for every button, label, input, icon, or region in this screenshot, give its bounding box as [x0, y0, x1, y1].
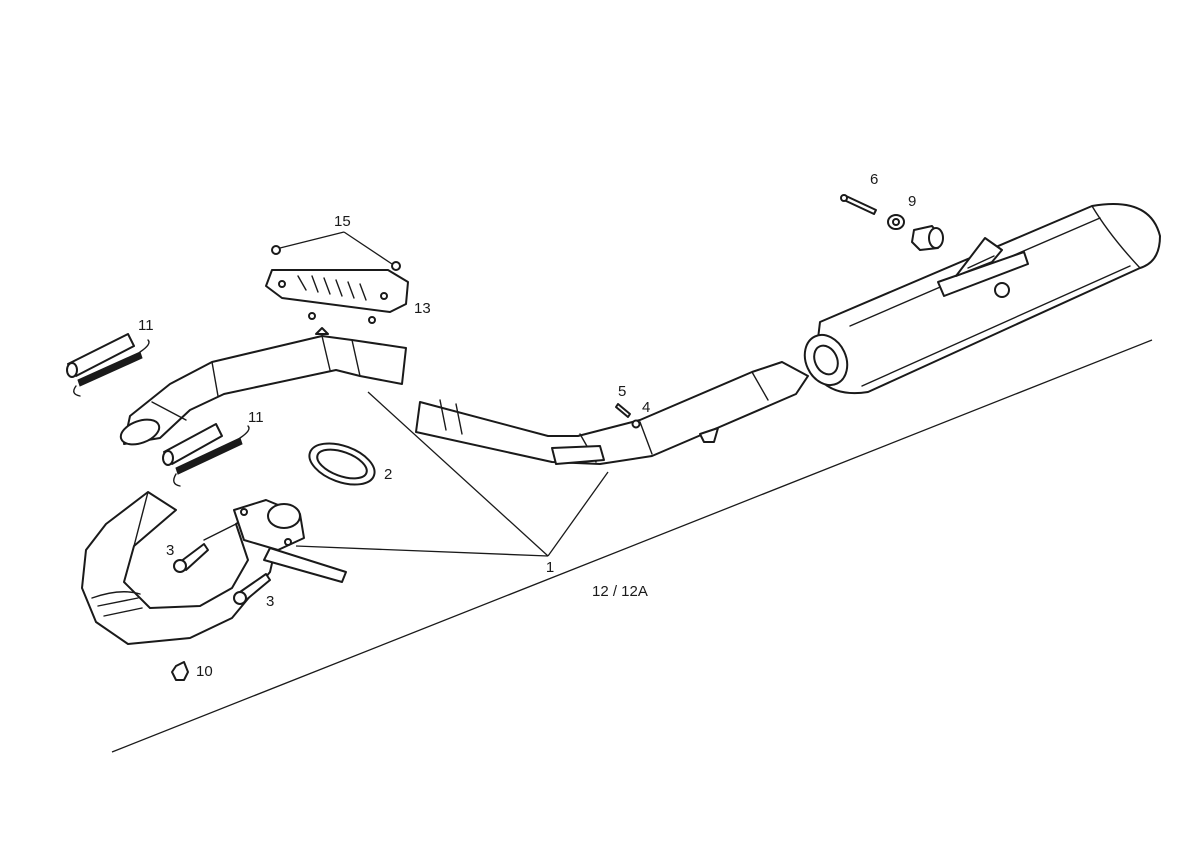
- spring-11-upper: [66, 333, 150, 397]
- model-caption: 12 / 12A: [592, 583, 648, 600]
- callout-2: 2: [384, 466, 392, 483]
- screw-15: [271, 245, 401, 271]
- callout-15: 15: [334, 213, 351, 230]
- baseline: [111, 339, 1153, 753]
- upper-pipe: [119, 327, 407, 446]
- callout-13: 13: [414, 300, 431, 317]
- middle-pipe: [415, 361, 809, 465]
- washer-9: [887, 214, 905, 230]
- header-pipe: [81, 491, 347, 645]
- callout-6: 6: [870, 171, 878, 188]
- nut-10: [171, 661, 189, 681]
- callout-11-lower: 11: [248, 409, 264, 426]
- muffler: [803, 203, 1161, 395]
- gasket-2: [308, 442, 376, 486]
- bolt-3-upper: [173, 543, 209, 573]
- callout-1: 1: [546, 559, 554, 576]
- washer-4: [631, 419, 641, 429]
- bolt-3-lower: [233, 573, 271, 605]
- spring-11-lower: [162, 423, 250, 487]
- rubber-mount: [911, 225, 944, 251]
- callout-5: 5: [618, 383, 626, 400]
- callout-3-upper: 3: [166, 542, 174, 559]
- heat-shield-13: [265, 269, 409, 324]
- leader-lines: [279, 231, 609, 557]
- callout-9: 9: [908, 193, 916, 210]
- callout-3-lower: 3: [266, 593, 274, 610]
- screw-5: [615, 403, 631, 418]
- callout-11-upper: 11: [138, 317, 154, 334]
- bolt-6: [840, 194, 877, 215]
- callout-10: 10: [196, 663, 213, 680]
- callout-4: 4: [642, 399, 650, 416]
